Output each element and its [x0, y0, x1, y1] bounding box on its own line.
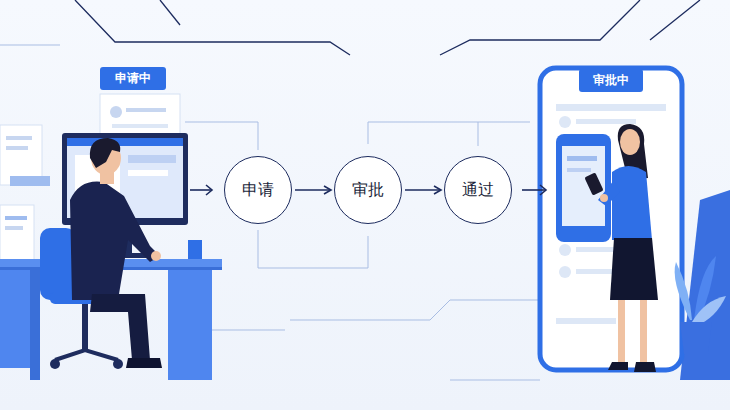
desk-scene: [0, 133, 222, 380]
process-circle: 申请: [224, 156, 292, 224]
flow-arrow: [295, 189, 331, 191]
process-circle: 审批: [334, 156, 402, 224]
phone-scene: [540, 68, 730, 380]
badge-text: 审批中: [593, 72, 629, 89]
circuit-lines: [75, 0, 700, 55]
step-label: 审批: [352, 180, 384, 201]
badge-text: 申请中: [115, 70, 151, 87]
guide-lines: [0, 45, 730, 380]
process-circle: 通过: [444, 156, 512, 224]
status-badge: 审批中: [579, 69, 643, 92]
flow-arrow: [405, 189, 441, 191]
step-label: 通过: [462, 180, 494, 201]
step-label: 申请: [242, 180, 274, 201]
status-badge: 申请中: [100, 67, 166, 90]
